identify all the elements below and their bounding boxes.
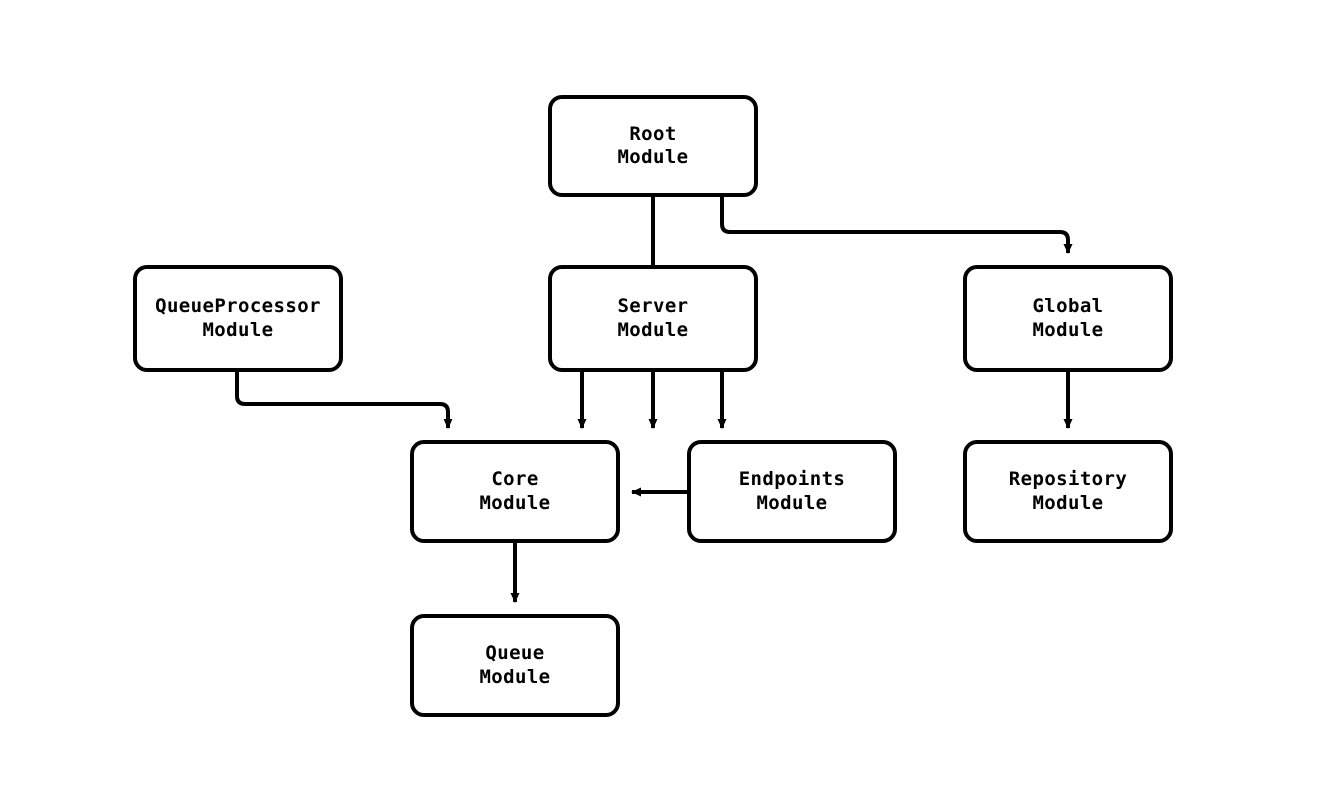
node-global-module[interactable]: Global Module: [963, 265, 1173, 372]
node-repository-module-label: Repository Module: [1008, 468, 1128, 514]
node-queue-module-label: Queue Module: [479, 642, 551, 688]
node-server-module-label: Server Module: [617, 295, 689, 341]
node-root-module[interactable]: Root Module: [548, 95, 758, 197]
node-endpoints-module[interactable]: Endpoints Module: [687, 440, 897, 543]
edge-queueprocessor-to-core: [235, 372, 453, 429]
edge-root-to-global: [720, 197, 1073, 254]
node-queue-module[interactable]: Queue Module: [410, 614, 620, 717]
node-queueprocessor-module-label: QueueProcessor Module: [155, 295, 321, 341]
node-core-module-label: Core Module: [479, 468, 551, 514]
node-server-module[interactable]: Server Module: [548, 265, 758, 372]
node-root-module-label: Root Module: [617, 122, 689, 168]
node-global-module-label: Global Module: [1032, 295, 1104, 341]
node-core-module[interactable]: Core Module: [410, 440, 620, 543]
node-endpoints-module-label: Endpoints Module: [738, 468, 846, 514]
node-repository-module[interactable]: Repository Module: [963, 440, 1173, 543]
node-queueprocessor-module[interactable]: QueueProcessor Module: [133, 265, 343, 372]
